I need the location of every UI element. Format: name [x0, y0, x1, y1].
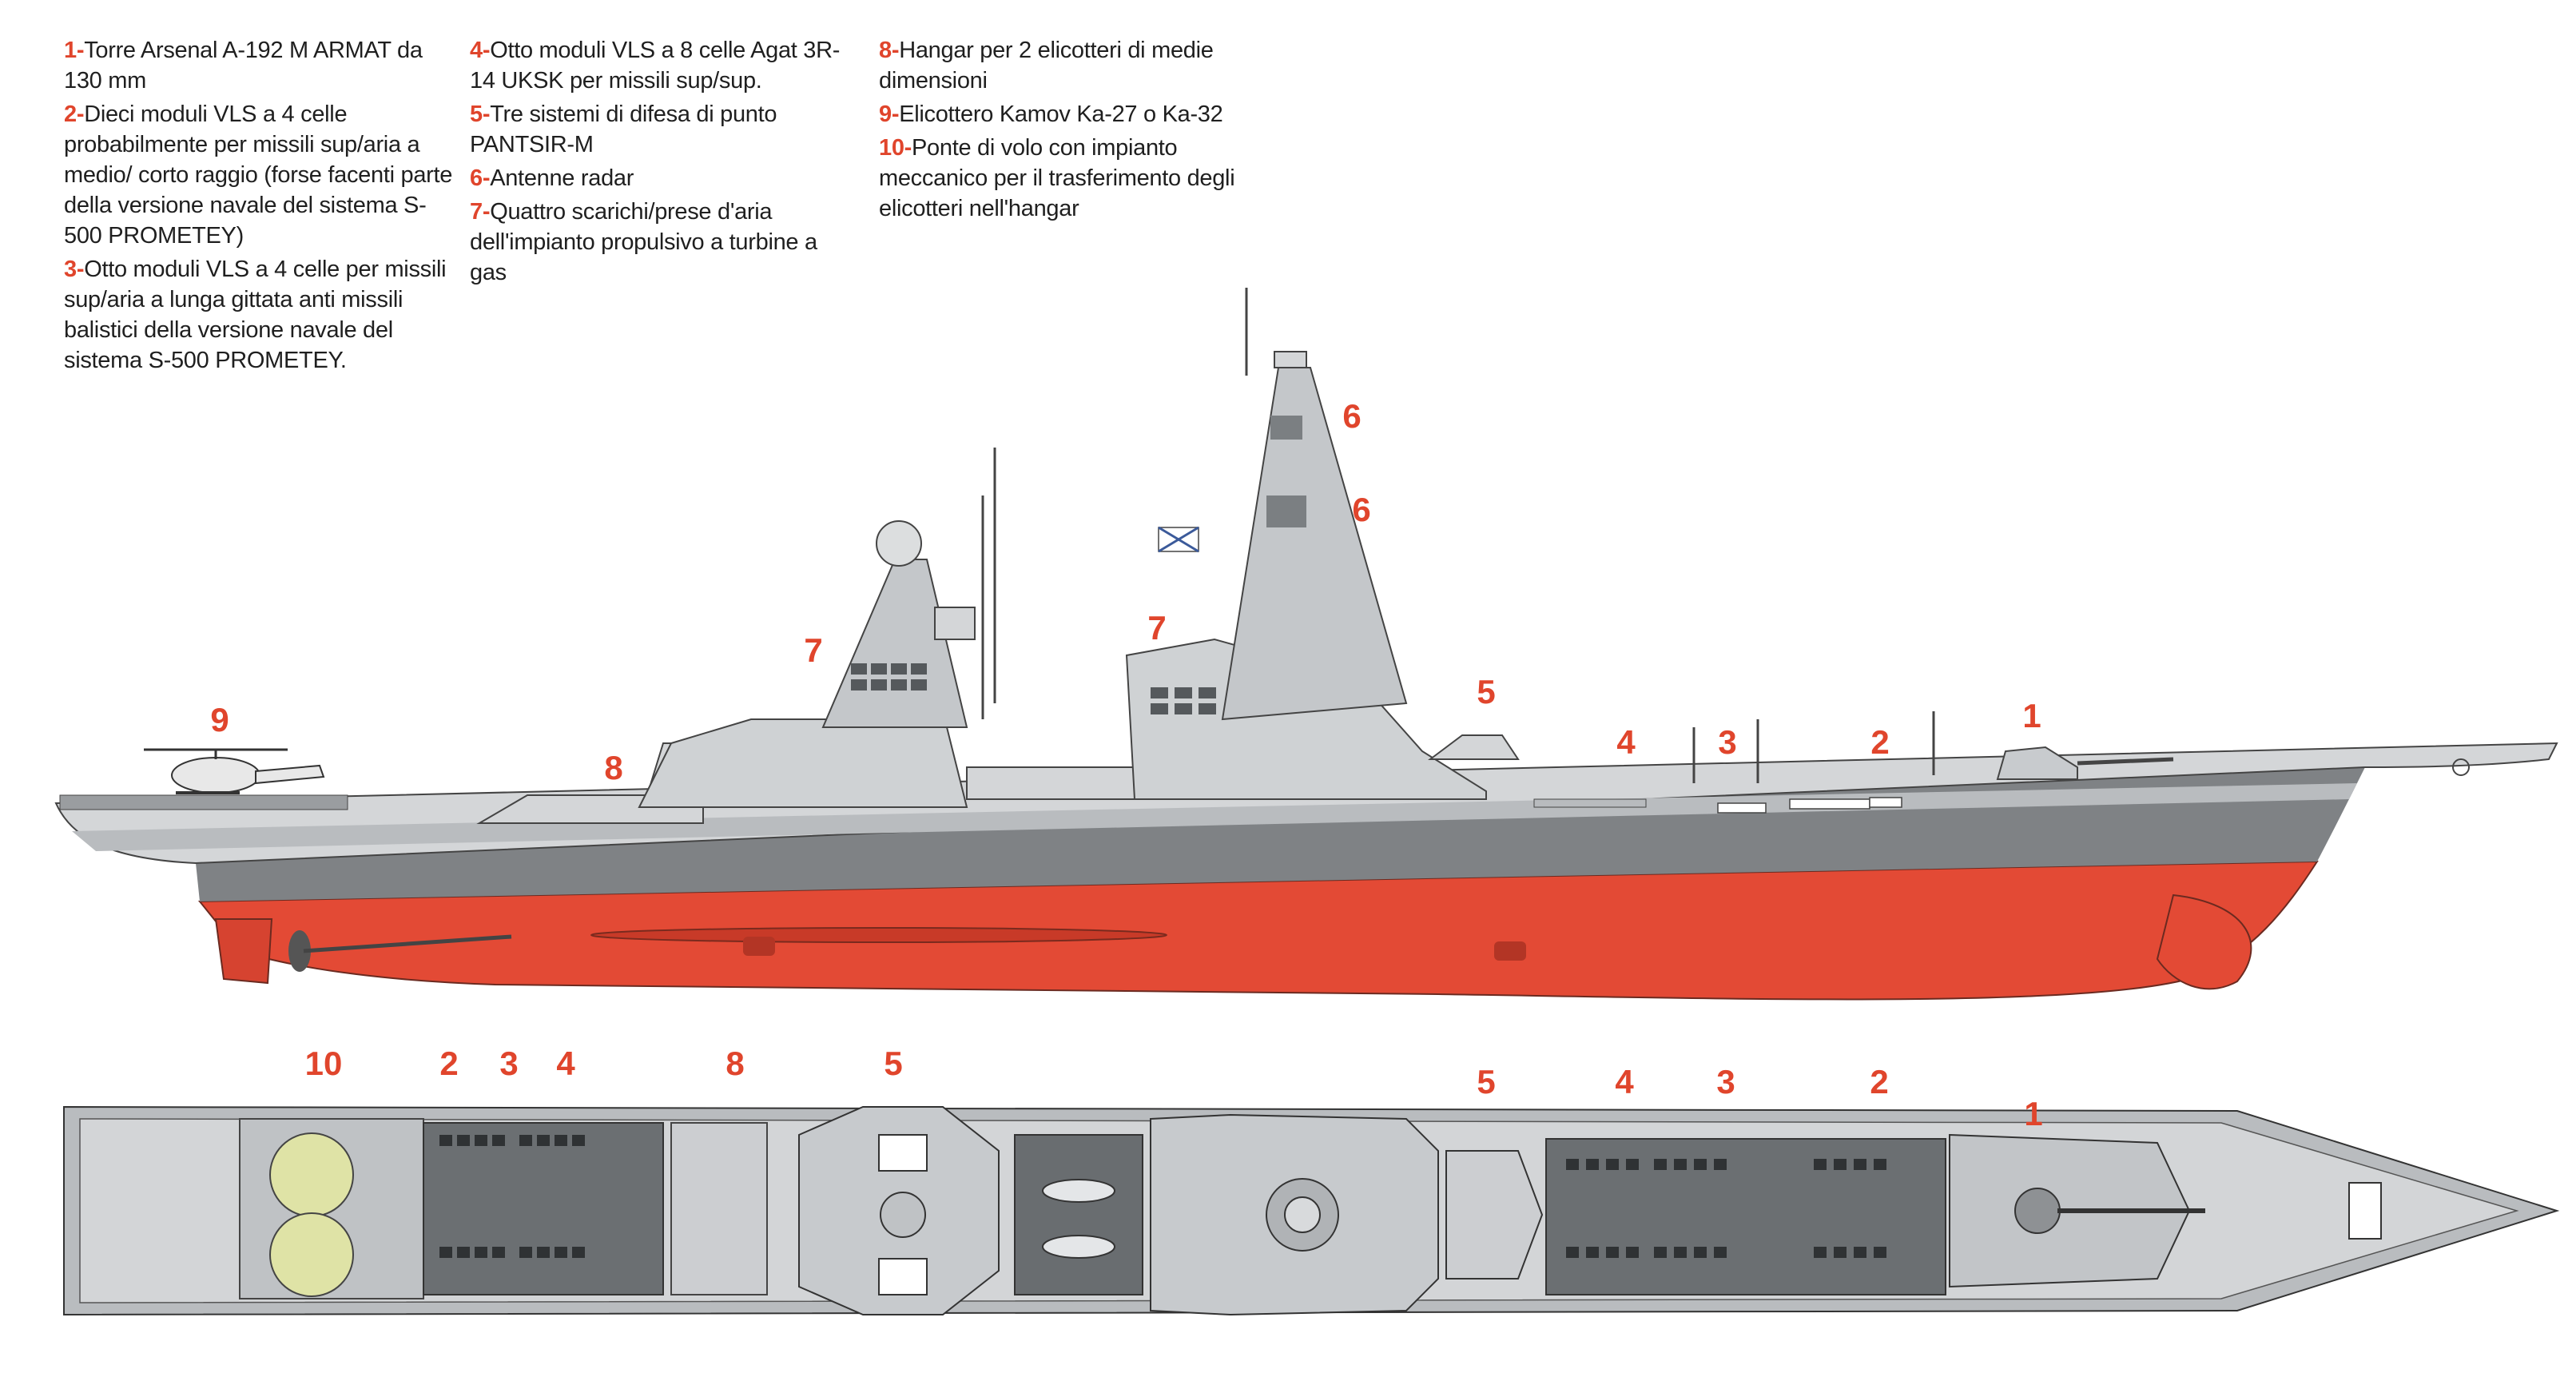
ship-side-view — [54, 288, 2558, 1001]
label-top-8: 8 — [725, 1045, 744, 1082]
stabilizer-fin-fwd — [1494, 941, 1526, 961]
hangar-roof — [670, 1122, 768, 1295]
label-top-5b: 5 — [1477, 1063, 1495, 1100]
label-top-4a: 4 — [556, 1045, 575, 1082]
shaft — [303, 934, 512, 953]
aft-mast — [821, 559, 968, 728]
hull-shading — [72, 783, 2357, 851]
pantsir-side — [1428, 734, 1520, 760]
label-side-7a: 7 — [804, 631, 822, 669]
label-side-1: 1 — [2022, 697, 2041, 734]
propeller — [288, 930, 311, 972]
exhaust-grille-fwd — [1151, 687, 1216, 714]
legend-item-7: 7-Quattro scarichi/prese d'aria dell'imp… — [470, 199, 817, 285]
label-side-6b: 6 — [1352, 491, 1370, 528]
radar-panel-lower — [1266, 495, 1306, 527]
legend-item-9: 9-Elicottero Kamov Ka-27 o Ka-32 — [879, 101, 1223, 127]
flight-deck — [59, 794, 348, 810]
legend-item-6: 6-Antenne radar — [470, 165, 634, 191]
label-top-5a: 5 — [884, 1045, 902, 1082]
legend-item-5: 5-Tre sistemi di difesa di punto PANTSIR… — [470, 101, 777, 157]
legend-item-2: 2-Dieci moduli VLS a 4 celle probabilmen… — [64, 101, 453, 249]
legend-item-4: 4-Otto moduli VLS a 8 celle Agat 3R-14 U… — [470, 38, 841, 94]
pantsir-top — [1445, 1150, 1544, 1280]
vls-aft-cells — [439, 1135, 585, 1258]
legend-column-1: 1-Torre Arsenal A-192 M ARMAT da 130 mm … — [64, 35, 455, 379]
helipad-circle-lower — [269, 1212, 354, 1297]
legend-column-3: 8-Hangar per 2 elicotteri di medie dimen… — [879, 35, 1254, 227]
boat-upper — [1042, 1179, 1115, 1203]
gun-turret-side — [1996, 746, 2078, 780]
stabilizer-fin — [743, 937, 775, 956]
label-side-5: 5 — [1477, 673, 1495, 710]
helipad-circle-upper — [269, 1132, 354, 1217]
exhaust-grille-aft — [851, 663, 927, 690]
label-top-2a: 2 — [439, 1045, 458, 1082]
helicopter-icon — [144, 748, 325, 794]
label-side-3: 3 — [1718, 723, 1736, 761]
boat-lower — [1042, 1235, 1115, 1259]
radome-aft — [876, 520, 922, 567]
main-mast — [1221, 367, 1408, 721]
legend-column-2: 4-Otto moduli VLS a 8 celle Agat 3R-14 U… — [470, 35, 845, 291]
label-side-6a: 6 — [1342, 397, 1361, 435]
label-side-9: 9 — [210, 701, 229, 738]
legend-item-8: 8-Hangar per 2 elicotteri di medie dimen… — [879, 38, 1214, 94]
label-top-2b: 2 — [1870, 1063, 1888, 1100]
label-side-8: 8 — [604, 749, 622, 786]
boat-bay — [1014, 1134, 1143, 1295]
radar-panel-upper — [1270, 416, 1302, 440]
ship-top-view — [63, 1105, 2560, 1316]
label-top-3a: 3 — [499, 1045, 518, 1082]
bow-bulb — [2156, 893, 2252, 990]
legend-item-3: 3-Otto moduli VLS a 4 celle per missili … — [64, 257, 447, 373]
legend-item-1: 1-Torre Arsenal A-192 M ARMAT da 130 mm — [64, 38, 423, 94]
vls-aft-block — [423, 1122, 664, 1295]
hull-appendage — [590, 927, 1167, 943]
label-top-3b: 3 — [1716, 1063, 1735, 1100]
rudder — [214, 918, 273, 985]
midship-structure — [966, 766, 1135, 800]
forward-superstructure — [1125, 638, 1487, 800]
label-side-7b: 7 — [1147, 609, 1166, 647]
legend-item-10: 10-Ponte di volo con impianto meccanico … — [879, 135, 1235, 221]
label-side-2: 2 — [1870, 723, 1889, 761]
radome-top — [880, 1192, 926, 1238]
label-side-4: 4 — [1616, 723, 1636, 761]
vls-forward-cells — [1566, 1159, 1886, 1258]
label-top-1: 1 — [2024, 1095, 2042, 1132]
label-top-10: 10 — [305, 1045, 343, 1082]
label-top-4b: 4 — [1615, 1063, 1634, 1100]
